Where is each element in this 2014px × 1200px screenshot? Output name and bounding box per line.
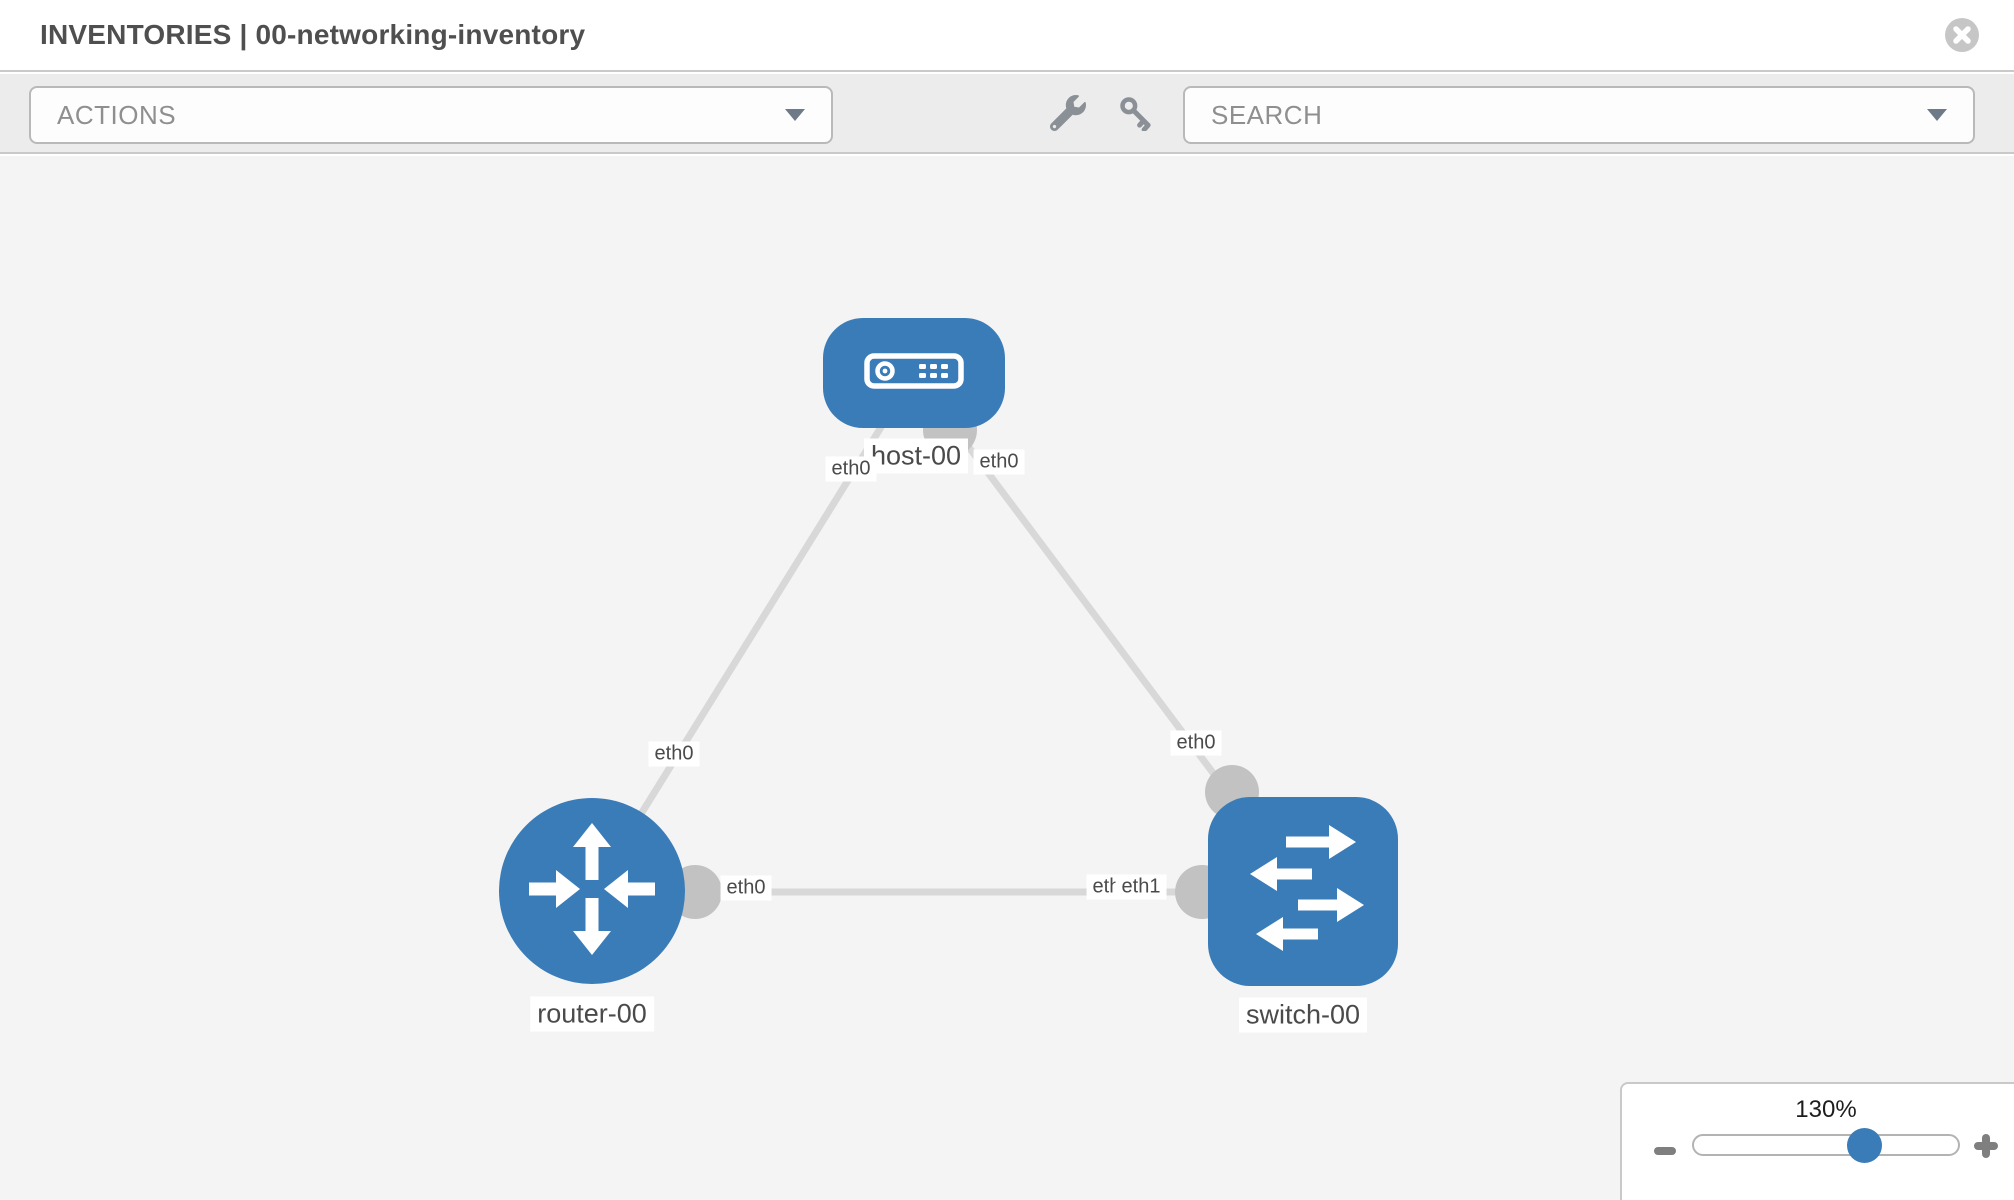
switch-icon <box>1208 794 1398 989</box>
close-button[interactable] <box>1945 18 1979 52</box>
search-dropdown[interactable]: SEARCH <box>1183 86 1975 144</box>
key-icon <box>1118 95 1154 134</box>
node-host-00[interactable] <box>823 318 1005 428</box>
zoom-level: 130% <box>1795 1096 1857 1123</box>
interface-label: eth0 <box>973 449 1025 475</box>
configure-button[interactable] <box>1046 92 1090 136</box>
node-router-00[interactable] <box>499 798 685 984</box>
chevron-down-icon <box>785 109 805 121</box>
node-label-router: router-00 <box>530 996 654 1032</box>
interface-label: eth1 <box>1115 874 1167 900</box>
search-placeholder: SEARCH <box>1211 99 1323 130</box>
zoom-in-button[interactable] <box>1974 1133 1998 1159</box>
topology-canvas[interactable]: host-00 router-00 switch-00 eth0 eth0 et… <box>0 156 2014 1200</box>
credentials-button[interactable] <box>1114 92 1158 136</box>
zoom-panel: 130% <box>1620 1082 2014 1200</box>
node-label-host: host-00 <box>863 438 969 474</box>
actions-dropdown-label: ACTIONS <box>57 99 177 130</box>
actions-dropdown[interactable]: ACTIONS <box>29 86 833 144</box>
zoom-out-button[interactable] <box>1654 1139 1676 1163</box>
router-icon <box>499 796 685 987</box>
interface-label: eth0 <box>1170 730 1222 756</box>
page-title: INVENTORIES | 00-networking-inventory <box>40 19 586 50</box>
zoom-slider-track[interactable] <box>1692 1134 1960 1156</box>
node-switch-00[interactable] <box>1208 797 1398 986</box>
wrench-icon <box>1049 94 1086 134</box>
interface-label: eth0 <box>825 456 877 482</box>
header: INVENTORIES | 00-networking-inventory <box>0 0 2014 72</box>
topology-links <box>589 371 1306 896</box>
zoom-slider-thumb[interactable] <box>1847 1128 1882 1163</box>
host-icon <box>864 352 964 395</box>
node-label-switch: switch-00 <box>1238 997 1368 1033</box>
interface-label: eth0 <box>648 741 700 767</box>
close-icon <box>1945 18 1979 55</box>
toolbar: ACTIONS SEARCH <box>0 74 2014 154</box>
interface-label: eth0 <box>720 875 772 901</box>
chevron-down-icon <box>1927 109 1947 121</box>
